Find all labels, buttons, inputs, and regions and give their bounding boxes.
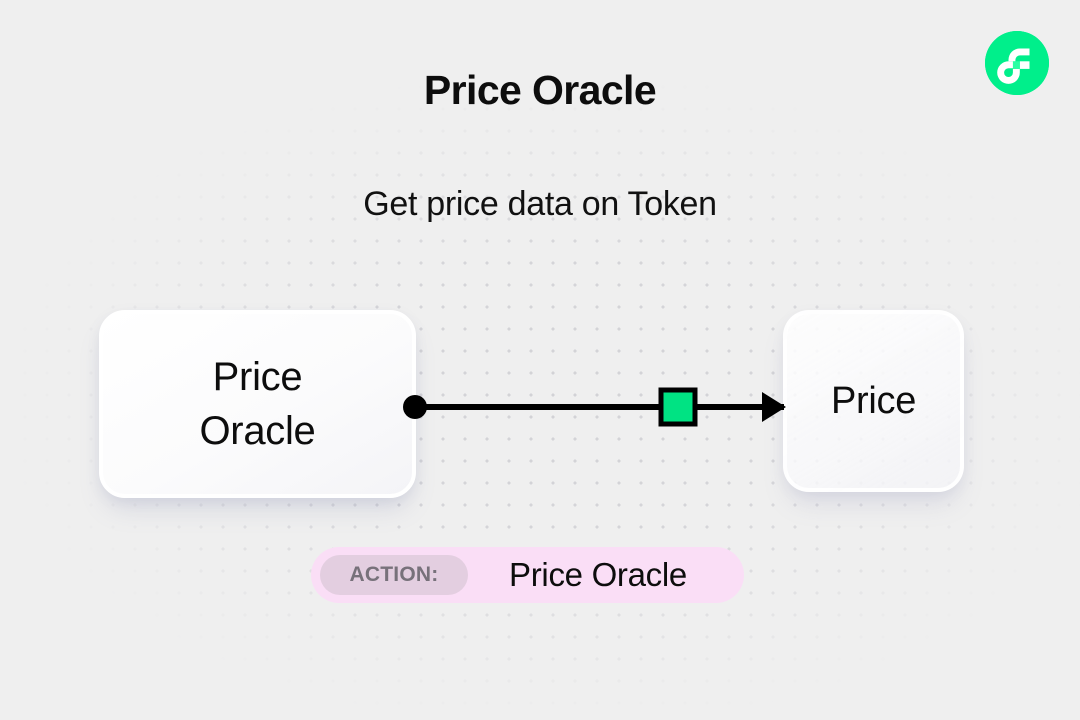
node-card-price[interactable]: Price bbox=[783, 310, 964, 492]
action-value: Price Oracle bbox=[509, 556, 687, 593]
page-title: Price Oracle bbox=[423, 67, 657, 113]
node-source-label-line2: Oracle bbox=[199, 409, 316, 453]
node-card-price-oracle[interactable]: Price Oracle bbox=[99, 310, 416, 498]
node-source-label: Price Oracle bbox=[199, 350, 315, 458]
flow-logo-icon bbox=[985, 31, 1049, 95]
edge-connector bbox=[403, 387, 786, 427]
edge-marker-square-icon bbox=[658, 387, 698, 427]
action-tag-pill: ACTION: bbox=[320, 555, 468, 595]
action-badge[interactable]: ACTION: Price Oracle bbox=[311, 547, 744, 603]
node-source-label-line1: Price bbox=[212, 355, 303, 399]
page-subtitle: Get price data on Token bbox=[363, 185, 717, 223]
node-target-label: Price bbox=[830, 380, 917, 422]
